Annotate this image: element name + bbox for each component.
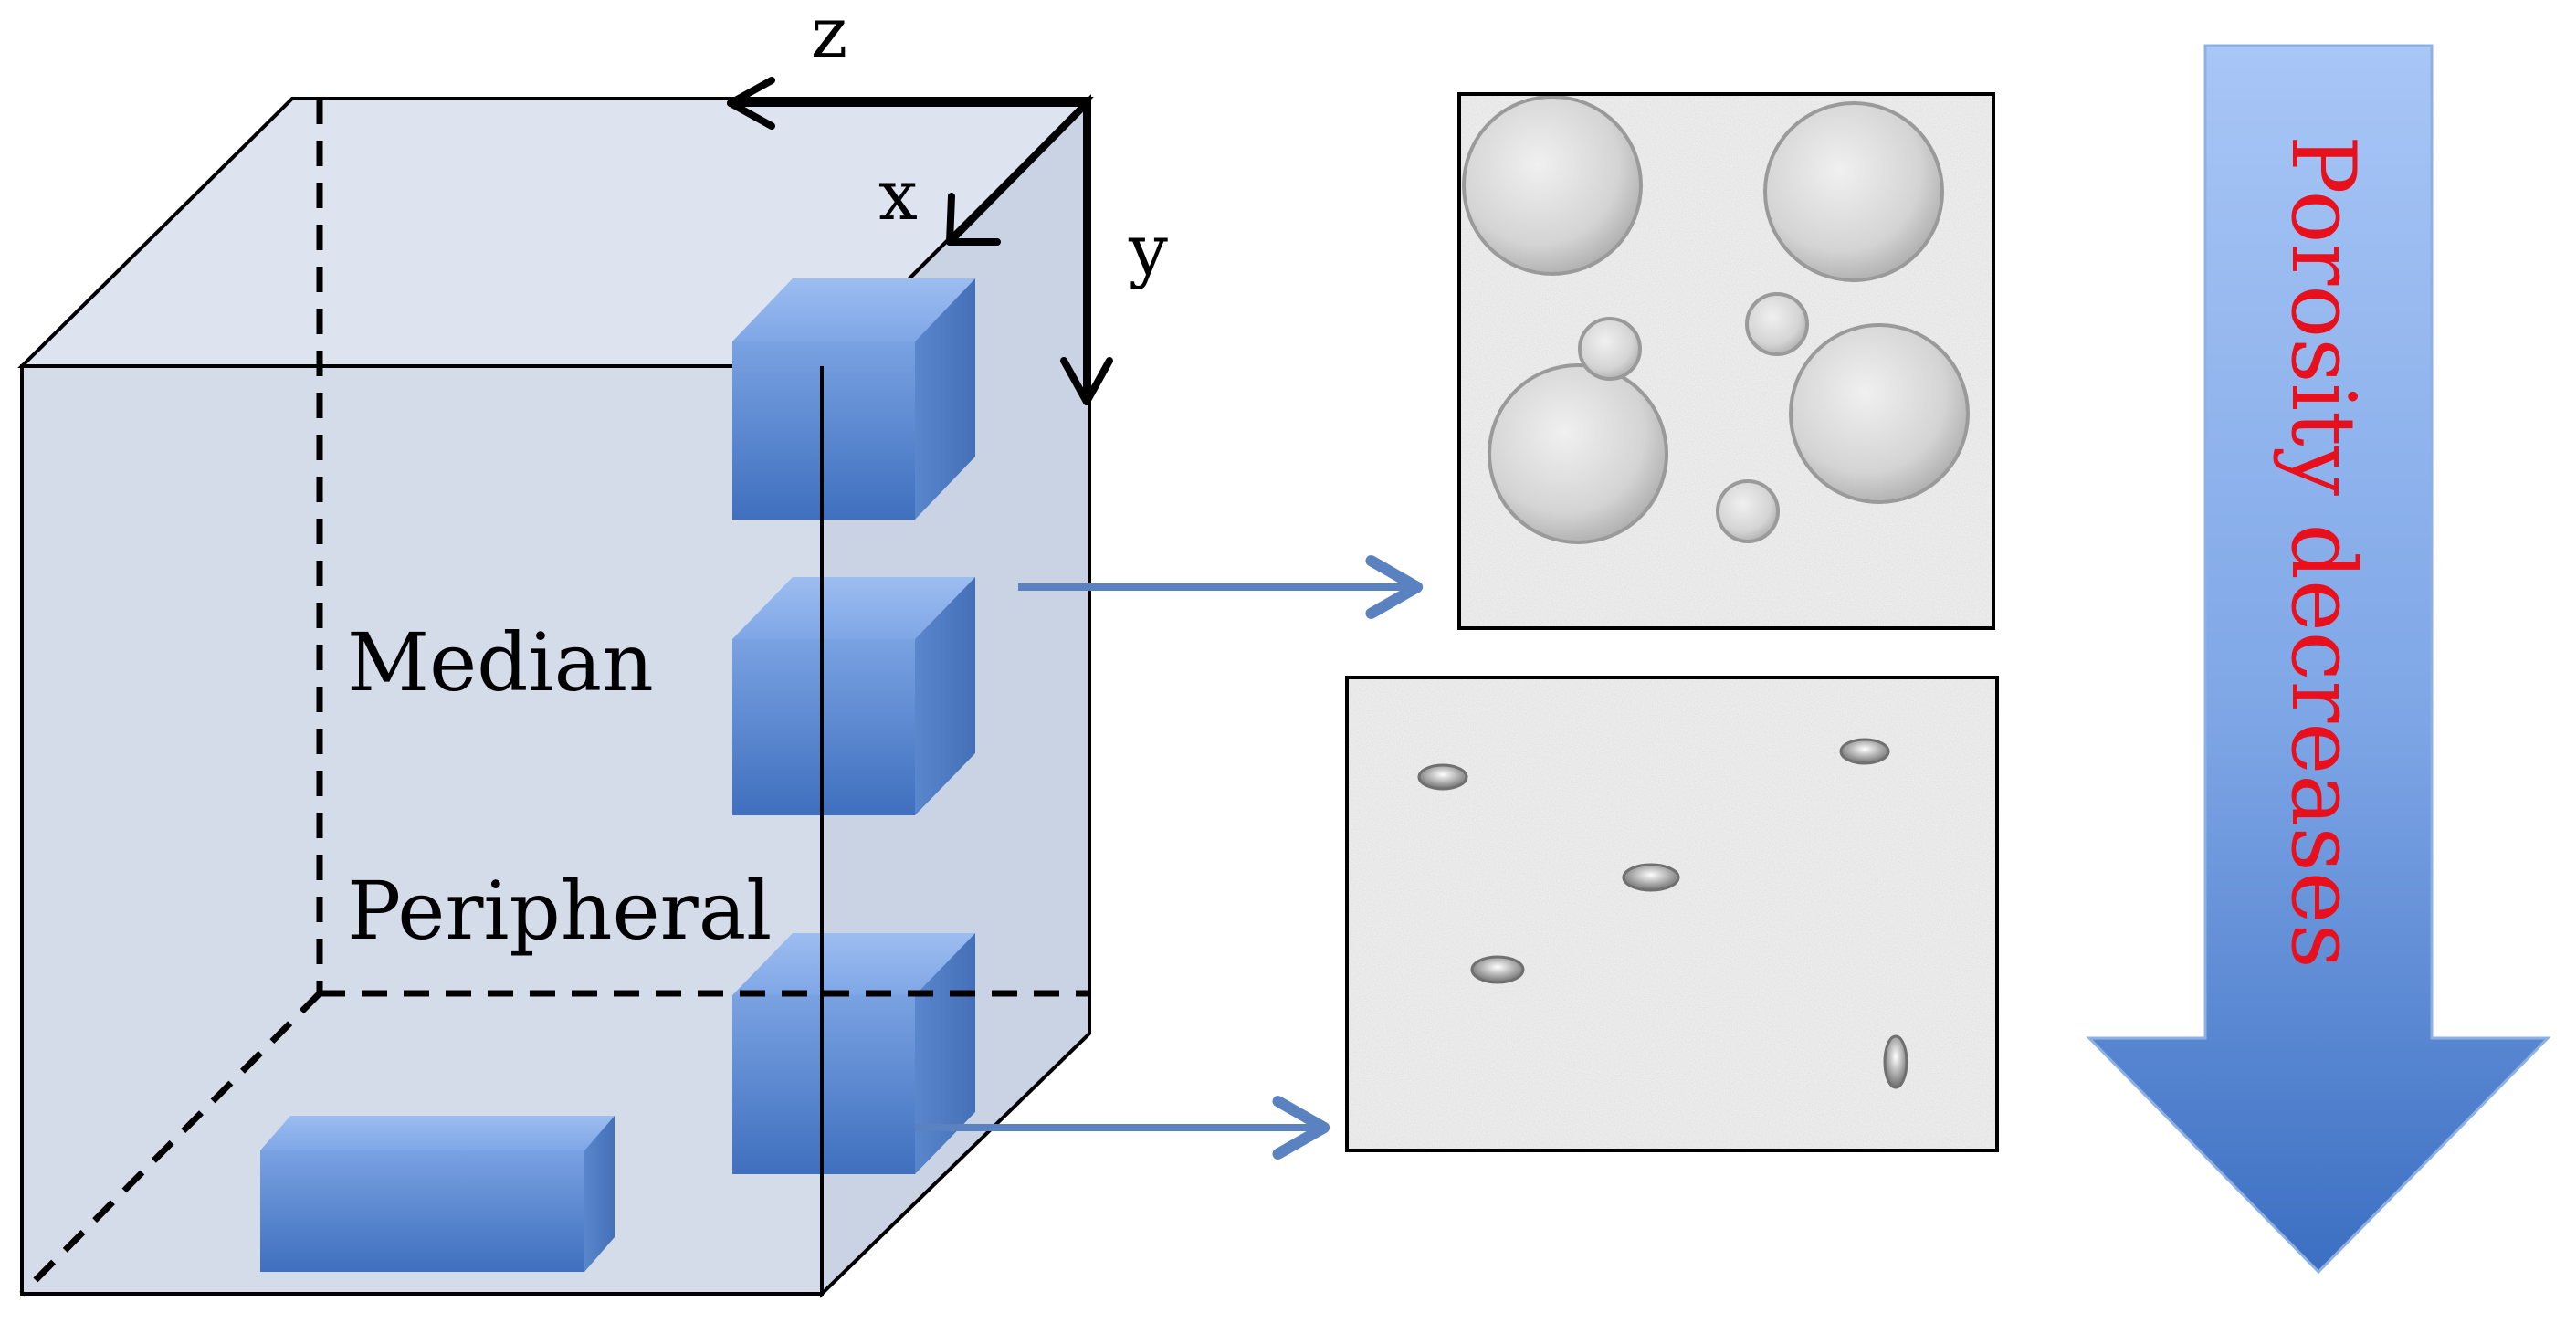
median-label: Median	[347, 615, 654, 709]
pore	[1470, 955, 1525, 984]
arrow-icon	[727, 77, 775, 130]
pore	[1488, 363, 1668, 544]
pore	[1462, 95, 1643, 276]
y-axis-label: y	[1128, 209, 1168, 290]
porosity-label: Porosity decreases	[2272, 135, 2374, 969]
pore	[1578, 317, 1642, 381]
pore	[1883, 1034, 1908, 1089]
x-axis-label: x	[878, 154, 918, 236]
pore	[1716, 479, 1780, 543]
x-axis-line	[946, 100, 1090, 246]
micrograph-high-porosity	[1457, 92, 1995, 630]
down-arrow-icon	[2086, 44, 2551, 1275]
micrograph-low-porosity	[1345, 676, 1999, 1152]
sample-cube-median	[732, 577, 975, 815]
arrow-icon	[946, 193, 1001, 246]
pore	[1839, 738, 1890, 765]
peripheral-label: Peripheral	[347, 864, 772, 958]
z-axis-label: z	[811, 0, 847, 73]
sample-cube-top	[732, 278, 975, 520]
pore	[1789, 323, 1970, 504]
pore	[1622, 863, 1680, 892]
pore	[1417, 763, 1468, 791]
pore	[1745, 292, 1809, 356]
sample-bar-bottom	[260, 1116, 615, 1272]
coordinate-axes	[727, 77, 1113, 405]
pore-circles	[1462, 95, 1970, 544]
slit-pores	[1417, 738, 1908, 1089]
sample-cube-peripheral	[732, 933, 975, 1174]
pore	[1763, 101, 1944, 282]
arrow-icon	[1060, 357, 1113, 405]
